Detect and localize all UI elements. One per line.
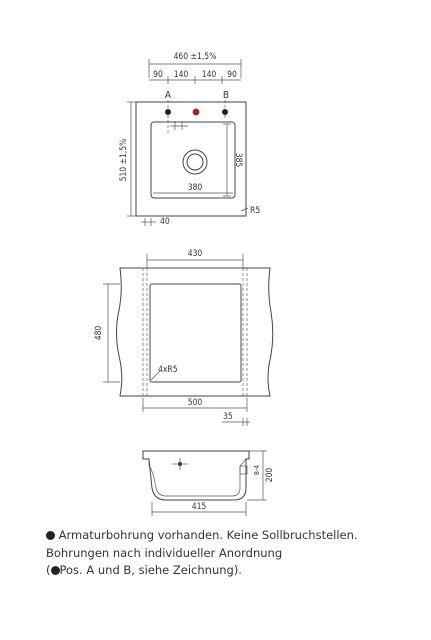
legend-paren: ( (46, 563, 51, 577)
top-overall-height: 510 ±1,5% (119, 139, 129, 182)
segment-2: 140 (174, 70, 189, 80)
segment-1: 90 (153, 70, 163, 80)
cutout-width-label: 430 (188, 249, 203, 259)
edge-label: 35 (223, 412, 233, 422)
top-view: 460 ±1,5% 90 140 140 90 A B 38 (119, 52, 260, 227)
bullet-dot-icon (50, 566, 60, 575)
tap-label-a: A (165, 90, 172, 101)
countertop-outline (116, 267, 274, 397)
drain-inner (186, 153, 204, 171)
cutout-overall-width-label: 500 (188, 398, 203, 408)
tap-label-b: B (223, 90, 229, 101)
top-overall-width: 460 ±1,5% (174, 52, 217, 62)
section-tolerance-label: 8-4 (253, 465, 261, 475)
bowl-outline-top (150, 121, 236, 199)
legend-line-3-text: Pos. A und B, siehe Zeichnung). (59, 563, 242, 577)
drain-outer (182, 149, 208, 175)
inner-height-label: 385 (233, 153, 243, 168)
segment-3: 140 (202, 70, 217, 80)
sink-outline-top (135, 101, 247, 217)
bullet-dot-icon (46, 531, 55, 540)
section-height-label: 200 (265, 468, 275, 483)
section-width-label: 415 (192, 502, 207, 512)
cutout-outline (149, 283, 242, 383)
section-view: 200 8-4 415 (142, 450, 275, 516)
corner-radius-label: 4xR5 (158, 365, 178, 375)
inner-width-label: 380 (188, 183, 203, 193)
legend-text: Armaturbohrung vorhanden. Keine Sollbruc… (46, 527, 426, 580)
legend-line-1: Armaturbohrung vorhanden. Keine Sollbruc… (46, 527, 426, 545)
segment-4: 90 (227, 70, 237, 80)
tap-hole-a (165, 109, 171, 115)
sink-section-outline (142, 450, 250, 501)
legend-line-3: ( Pos. A und B, siehe Zeichnung). (46, 562, 426, 580)
cutout-view: 430 480 4xR5 500 35 (94, 249, 274, 426)
tap-hole-center (192, 108, 200, 116)
radius-label: R5 (250, 206, 260, 216)
legend-line-2: Bohrungen nach individueller Anordnung (46, 545, 283, 560)
front-edge-label: 40 (160, 217, 170, 227)
legend-line-1-text: Armaturbohrung vorhanden. Keine Sollbruc… (58, 528, 358, 542)
tap-hole-b (222, 109, 228, 115)
cutout-height-label: 480 (94, 326, 104, 341)
